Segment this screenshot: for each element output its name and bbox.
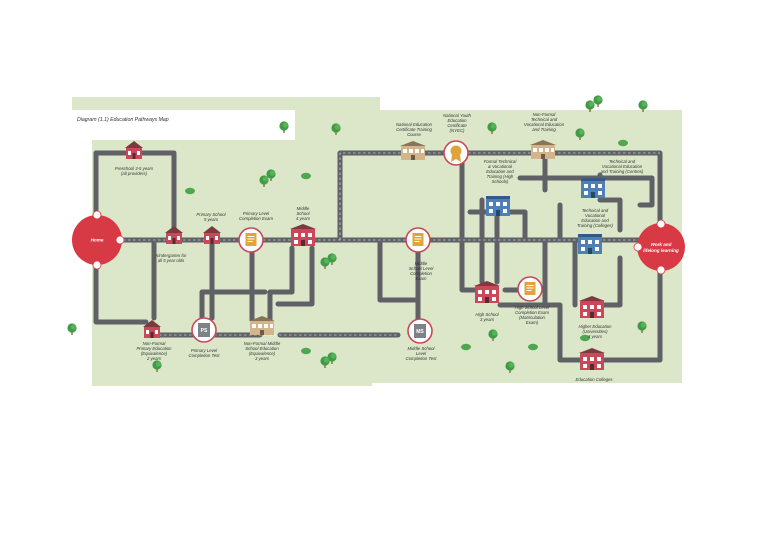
label-primary-test-line: Completion Test bbox=[189, 353, 221, 358]
nyec-certificate-icon bbox=[443, 140, 469, 166]
label-nec-course-line: Certificate Training bbox=[396, 127, 432, 132]
label-high-school-line: 3 years bbox=[480, 317, 495, 322]
label-hs-exam-line: Completion Exam bbox=[515, 310, 549, 315]
label-primary-school-line: Primary School bbox=[196, 212, 226, 217]
label-nf-tvet-line: Technical and bbox=[531, 117, 558, 122]
label-kindergarten-line: Kindergarten for bbox=[156, 253, 187, 258]
label-nf-primary-line: (Equivalence) bbox=[141, 351, 168, 356]
label-middle-exam-line: Exam bbox=[416, 276, 427, 281]
diagram-title: Diagram (1.1) Education Pathways Map bbox=[77, 117, 169, 123]
label-hs-exam-line: High School Level bbox=[515, 305, 551, 310]
label-tvet-centres-line: Vocational Education bbox=[602, 164, 643, 169]
work-hub-label-1: Work and bbox=[651, 242, 672, 247]
label-edu-colleges-line: Education Colleges bbox=[575, 377, 613, 382]
label-nec-course-line: Course bbox=[407, 132, 421, 137]
label-hs-exam-line: Exam) bbox=[526, 320, 539, 325]
label-middle-exam-line: Completion bbox=[410, 271, 432, 276]
label-middle-exam-line: Middle bbox=[415, 261, 428, 266]
label-nf-middle-line: Non-Formal Middle bbox=[244, 341, 281, 346]
labels: Preschool 3-5 years(all providers) Kinde… bbox=[115, 112, 644, 382]
label-preschool-line: Preschool 3-5 years bbox=[115, 166, 154, 171]
label-nyec-line: Education bbox=[447, 118, 467, 123]
label-primary-exam-line: Primary Level bbox=[243, 211, 270, 216]
label-middle-school-line: Middle bbox=[297, 206, 310, 211]
label-formal-tvet-line: Training (High bbox=[487, 174, 514, 179]
label-nf-primary-line: Non-Formal bbox=[143, 341, 167, 346]
label-nf-tvet-line: Non-Formal bbox=[533, 112, 557, 117]
label-preschool-line: (all providers) bbox=[121, 171, 148, 176]
tvet-colleges-building-icon bbox=[578, 234, 602, 254]
label-tvet-centres-line: Technical and bbox=[609, 159, 636, 164]
label-higher-ed-line: Higher Education bbox=[579, 324, 613, 329]
label-nec-course-line: National Education bbox=[396, 122, 433, 127]
primary-exam-icon bbox=[238, 227, 264, 253]
label-higher-ed-line: 4 years bbox=[588, 334, 603, 339]
hs-exam-icon bbox=[517, 276, 543, 302]
label-high-school-line: High School bbox=[475, 312, 499, 317]
label-middle-school-line: School bbox=[296, 211, 310, 216]
middle-exam-icon bbox=[405, 227, 431, 253]
label-tvet-colleges-line: Technical and bbox=[582, 208, 609, 213]
label-tvet-colleges-line: Education and bbox=[581, 218, 609, 223]
label-nf-primary-line: 2 years bbox=[146, 356, 162, 361]
label-middle-school-line: 4 years bbox=[296, 216, 311, 221]
label-nf-middle-line: 3 years bbox=[255, 356, 270, 361]
work-hub: Work and lifelong learning bbox=[633, 219, 685, 275]
label-middle-exam-line: School Level bbox=[409, 266, 435, 271]
exam-badges: PS MS bbox=[191, 140, 543, 344]
label-preschool: Preschool 3-5 years(all providers) bbox=[115, 166, 154, 176]
formal-tvet-building-icon bbox=[486, 196, 510, 216]
label-tvet-colleges-line: Vocational bbox=[585, 213, 606, 218]
label-nf-middle-line: School Education bbox=[245, 346, 279, 351]
label-formal-tvet-line: Schools) bbox=[492, 179, 509, 184]
label-nyec-line: (NYEC) bbox=[450, 128, 465, 133]
label-nf-primary-line: Primary Education bbox=[136, 346, 172, 351]
label-primary-school-line: 5 years bbox=[204, 217, 219, 222]
label-higher-ed: Higher Education(Universities)4 years bbox=[579, 324, 613, 339]
label-formal-tvet-line: Education and bbox=[486, 169, 514, 174]
label-primary-exam-line: Completion Exam bbox=[239, 216, 273, 221]
label-nyec-line: Certificate bbox=[447, 123, 467, 128]
label-higher-ed-line: (Universities) bbox=[582, 329, 608, 334]
label-middle-test-line: Level bbox=[416, 351, 427, 356]
label-nyec-line: National Youth bbox=[443, 113, 471, 118]
work-hub-label-2: lifelong learning bbox=[643, 248, 679, 253]
home-hub-label: Home bbox=[91, 238, 104, 243]
label-hs-exam-line: (Matriculation bbox=[519, 315, 545, 320]
label-nf-tvet-line: and Training bbox=[532, 127, 556, 132]
primary-test-code: PS bbox=[201, 328, 208, 334]
middle-test-code: MS bbox=[416, 329, 424, 335]
label-tvet-centres-line: and Training (Centres) bbox=[601, 169, 644, 174]
label-kindergarten-line: all 5 year olds bbox=[158, 258, 185, 263]
home-hub: Home bbox=[72, 210, 125, 270]
label-primary-test-line: Primary Level bbox=[191, 348, 218, 353]
label-formal-tvet-line: Formal Technical bbox=[484, 159, 518, 164]
tvet-centres-building-icon bbox=[581, 178, 605, 198]
label-tvet-colleges-line: Training (Colleges) bbox=[577, 223, 614, 228]
label-edu-colleges: Education Colleges bbox=[575, 377, 613, 382]
label-middle-test-line: Completion Test bbox=[406, 356, 438, 361]
label-nf-middle-line: (Equivalence) bbox=[249, 351, 276, 356]
label-nf-tvet-line: Vocational Education bbox=[524, 122, 565, 127]
label-formal-tvet-line: & Vocational bbox=[488, 164, 513, 169]
label-middle-test-line: Middle School bbox=[408, 346, 436, 351]
